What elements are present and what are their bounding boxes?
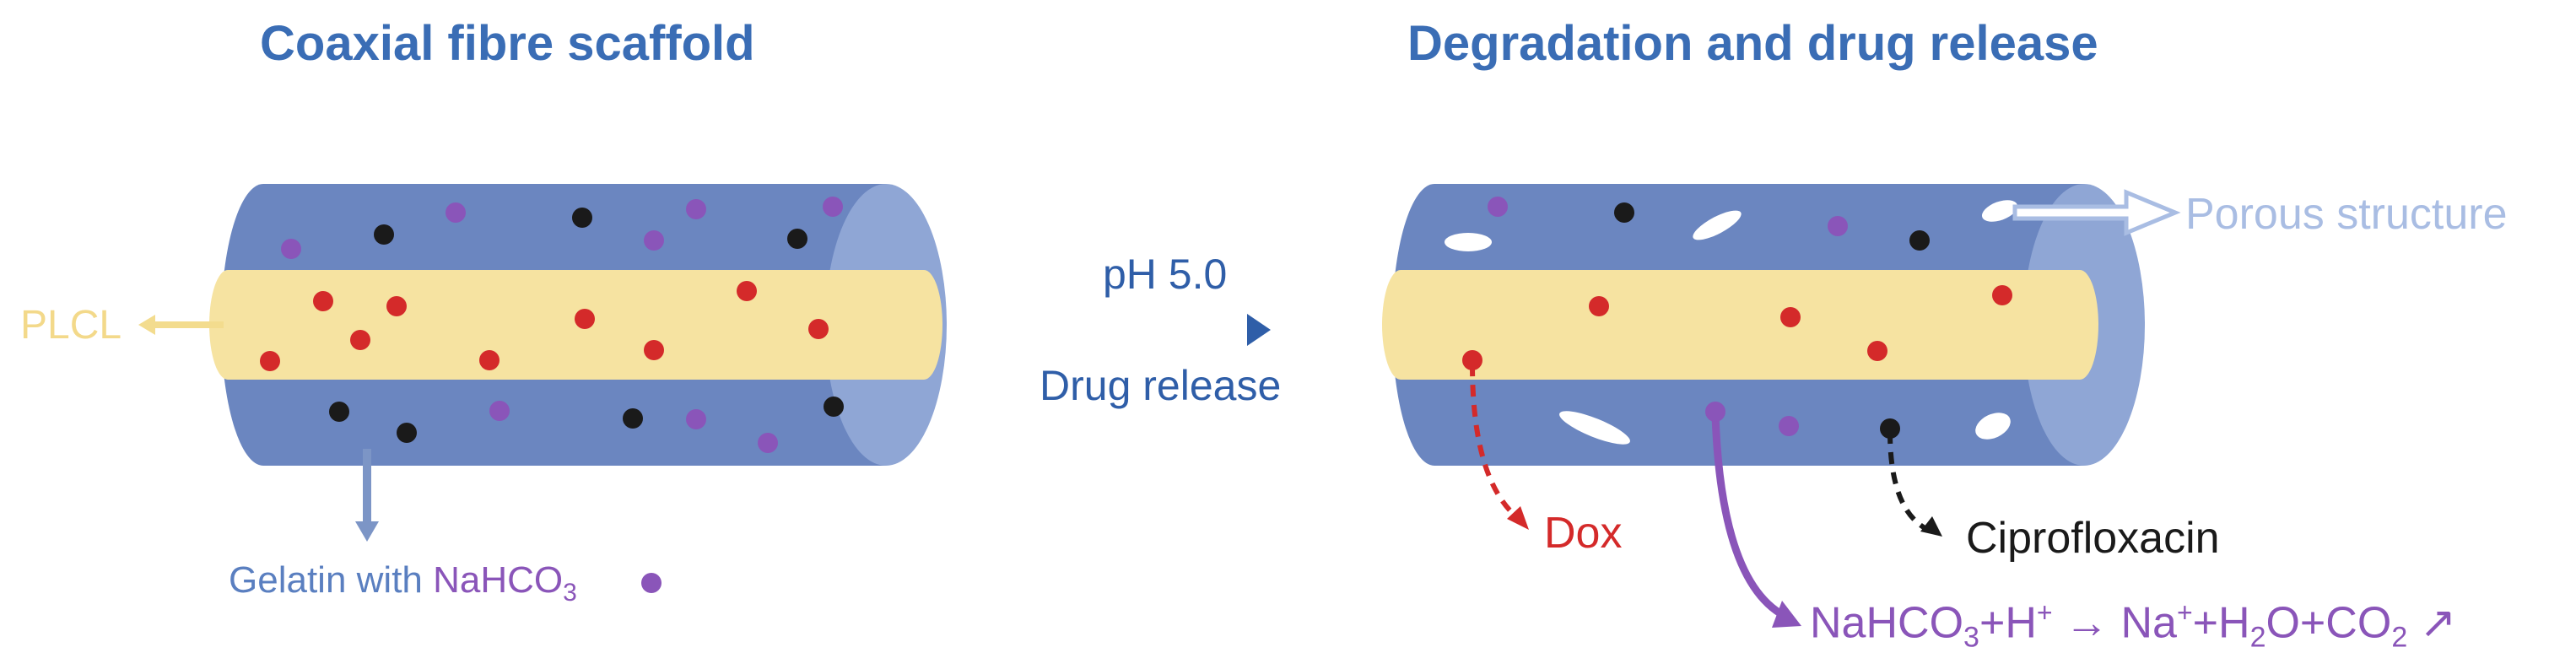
dox-particle — [260, 351, 280, 371]
dox-particle — [575, 309, 595, 329]
particles — [260, 197, 2012, 453]
dox-particle — [350, 330, 370, 350]
ph-label: pH 5.0 — [1103, 251, 1228, 298]
left-panel-title: Coaxial fibre scaffold — [260, 16, 755, 71]
nahco3-text: NaHCO3 — [433, 559, 577, 607]
release-arrowhead — [1247, 314, 1271, 346]
right-drug-core — [1382, 270, 2098, 380]
ciprofloxacin-label: Ciprofloxacin — [1966, 514, 2220, 563]
ciprofloxacin-particle — [397, 423, 417, 443]
dox-particle — [386, 296, 407, 316]
dox-arrowhead — [1507, 506, 1529, 530]
ciprofloxacin-particle — [374, 224, 394, 245]
nahco3-particle — [686, 409, 706, 429]
nahco3-legend-dot — [641, 573, 662, 593]
dox-particle — [313, 291, 333, 311]
nahco3-particle — [1779, 416, 1799, 436]
ciprofloxacin-particle — [1909, 230, 1930, 251]
nahco3-particle — [644, 230, 664, 251]
nahco3-particle — [446, 202, 466, 223]
dox-particle — [1589, 296, 1609, 316]
pores — [1445, 200, 2018, 445]
gelatin-prefix: Gelatin with — [229, 559, 434, 601]
right-panel-title: Degradation and drug release — [1407, 16, 2098, 71]
dox-particle — [644, 340, 664, 360]
nahco3-particle — [281, 239, 301, 259]
nahco3-particle — [1828, 216, 1848, 236]
nahco3-particle — [823, 197, 843, 217]
porous-structure-label: Porous structure — [2185, 190, 2508, 239]
dox-particle — [1462, 350, 1482, 370]
pore — [1559, 411, 1630, 445]
nahco3-particle — [489, 401, 510, 421]
plcl-arrowhead — [138, 315, 155, 335]
nahco3-particle — [758, 433, 778, 453]
pore — [1445, 233, 1492, 251]
ciprofloxacin-particle — [329, 402, 349, 422]
right-degraded-tube — [1382, 184, 2145, 466]
dox-particle — [808, 319, 829, 339]
pore — [1693, 210, 1742, 240]
dox-particle — [737, 281, 757, 301]
dox-label: Dox — [1544, 509, 1623, 558]
ciprofloxacin-particle — [1880, 418, 1900, 439]
dox-particle — [1780, 307, 1801, 327]
left-plcl-core — [209, 270, 942, 380]
gelatin-arrowhead — [355, 521, 379, 542]
nahco3-particle — [1705, 402, 1725, 422]
dox-particle — [1992, 285, 2012, 305]
nahco3-particle — [1488, 197, 1508, 217]
ciprofloxacin-particle — [787, 229, 807, 249]
plcl-label: PLCL — [20, 303, 122, 348]
dox-particle — [479, 350, 500, 370]
ciprofloxacin-particle — [572, 208, 592, 228]
ciprofloxacin-particle — [1614, 202, 1634, 223]
drug-release-label: Drug release — [1040, 362, 1282, 409]
pore — [1981, 200, 2018, 222]
ciprofloxacin-particle — [623, 408, 643, 429]
porous-structure-arrow — [2012, 189, 2181, 236]
dox-particle — [1867, 341, 1887, 361]
gelatin-label: Gelatin with NaHCO3 — [229, 559, 577, 607]
ciprofloxacin-particle — [824, 397, 844, 417]
nahco3-particle — [686, 199, 706, 219]
nahco3-reaction-arrow — [1711, 414, 1787, 619]
cipro-arrowhead — [1920, 516, 1942, 537]
cipro-release-arrow — [1887, 431, 1930, 532]
nahco3-arrowhead — [1772, 601, 1801, 628]
dox-release-arrow — [1470, 364, 1520, 521]
reaction-equation: NaHCO3+H+ → Na++H2O+CO2 ↗ — [1810, 597, 2457, 654]
pore — [1975, 413, 2011, 440]
